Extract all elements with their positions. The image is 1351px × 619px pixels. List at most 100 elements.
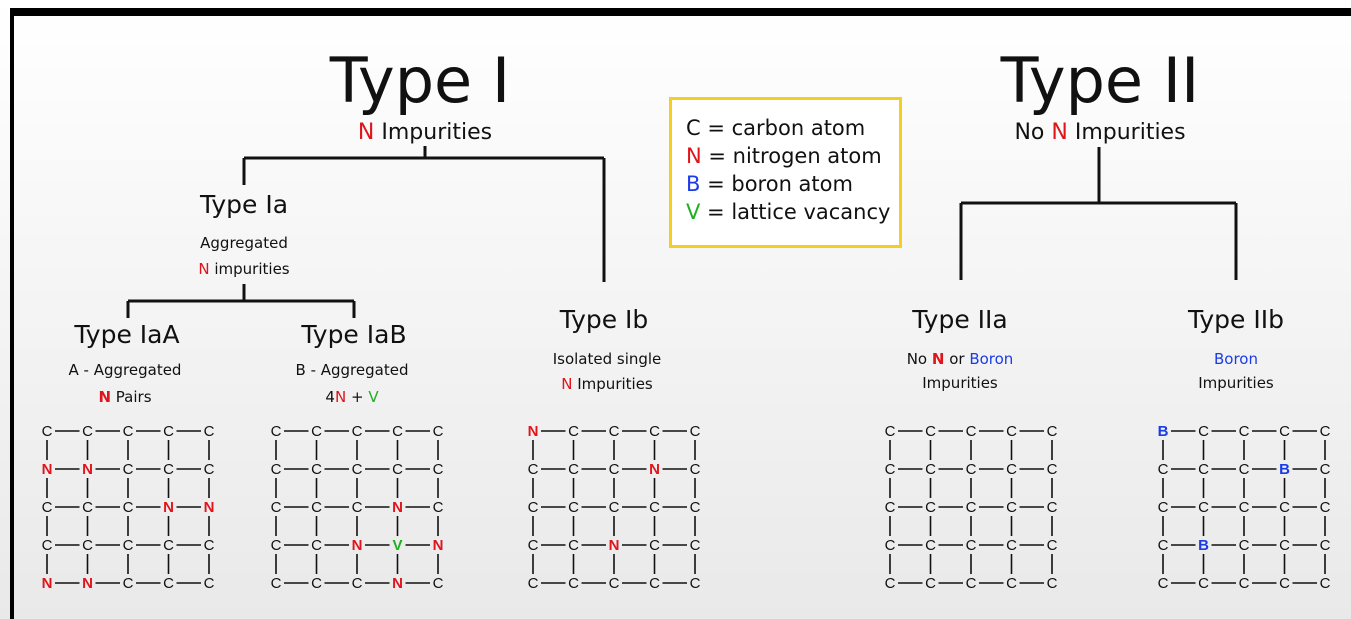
carbon-atom: C [1320,423,1331,440]
carbon-atom: C [1320,499,1331,516]
carbon-atom: C [1279,575,1290,592]
carbon-atom: C [311,461,322,478]
carbon-atom: C [609,575,620,592]
boron-atom: B [1198,537,1209,554]
carbon-atom: C [352,461,363,478]
carbon-atom: C [568,537,579,554]
carbon-atom: C [925,423,936,440]
type1b-line2: N Impurities [561,377,653,392]
carbon-atom: C [82,537,93,554]
legend-row-vacancy: V = lattice vacancy [686,198,899,226]
type2-title: Type II [1000,44,1200,117]
carbon-atom: C [204,537,215,554]
carbon-atom: C [1006,499,1017,516]
carbon-atom: C [392,461,403,478]
type1aa-line2: N Pairs [98,390,151,405]
nitrogen-atom: N [609,537,620,554]
vacancy-symbol: V [368,388,379,406]
carbon-atom: C [204,461,215,478]
vacancy-symbol: V [686,200,701,224]
nitrogen-atom: N [392,499,403,516]
carbon-atom: C [528,499,539,516]
type1aa-line2-text: Pairs [111,388,152,406]
nitrogen-symbol: N [98,388,112,406]
type1-subtitle: N Impurities [358,122,492,144]
nitrogen-atom: N [352,537,363,554]
carbon-atom: C [1006,461,1017,478]
carbon-atom: C [204,575,215,592]
carbon-atom: C [690,537,701,554]
carbon-atom: C [690,423,701,440]
type2a-line2: Impurities [922,374,998,392]
nitrogen-symbol: N [334,388,347,406]
carbon-atom: C [271,575,282,592]
carbon-atom: C [966,423,977,440]
legend-text-vacancy: = lattice vacancy [700,200,891,224]
carbon-atom: C [1239,537,1250,554]
lattice-layer: C C C C C N N C C C C C C N N C C C C C N N C C C C C C C C C C C C C C C C N C… [42,423,1331,592]
carbon-atom: C [1158,461,1169,478]
type1ab-line1: B - Aggregated [295,361,409,379]
carbon-atom: C [42,423,53,440]
type2a-line1: No N or Boron [907,352,1014,367]
type2a-line1-or: or [944,350,970,368]
type1ab-title: Type IaB [301,320,407,349]
carbon-atom: C [690,499,701,516]
carbon-atom: C [123,537,134,554]
nitrogen-symbol: N [686,144,702,168]
carbon-atom: C [649,423,660,440]
carbon-atom: C [885,537,896,554]
type2a-title: Type IIa [912,305,1008,334]
carbon-atom: C [925,499,936,516]
nitrogen-atom: N [433,537,444,554]
nitrogen-atom: N [82,575,93,592]
carbon-atom: C [433,423,444,440]
frame-left-border [10,8,14,619]
carbon-atom: C [1239,575,1250,592]
carbon-atom: C [163,575,174,592]
type1ab-line2-count: 4 [325,388,335,406]
boron-symbol: B [686,172,701,196]
carbon-atom: C [528,537,539,554]
type1aa-line1: A - Aggregated [68,361,182,379]
type1ab-line2: 4N + V [325,390,378,405]
type1-title: Type I [329,44,511,117]
type2a-line1-prefix: No [906,350,932,368]
carbon-atom: C [1047,461,1058,478]
carbon-atom: C [568,499,579,516]
carbon-atom: C [966,499,977,516]
carbon-atom: C [123,575,134,592]
legend-text-boron: = boron atom [700,172,853,196]
carbon-atom: C [352,423,363,440]
carbon-atom: C [966,575,977,592]
carbon-atom: C [271,499,282,516]
carbon-atom: C [925,575,936,592]
carbon-atom: C [1239,499,1250,516]
carbon-atom: C [1158,499,1169,516]
carbon-atom: C [1047,499,1058,516]
carbon-atom: C [690,461,701,478]
carbon-atom: C [204,423,215,440]
lattice-bonds [889,430,1053,584]
nitrogen-symbol: N [561,375,573,393]
carbon-atom: C [609,423,620,440]
nitrogen-atom: N [42,575,53,592]
nitrogen-symbol: N [357,120,375,145]
carbon-symbol: C [686,116,701,140]
carbon-atom: C [311,537,322,554]
carbon-atom: C [568,461,579,478]
nitrogen-atom: N [528,423,539,440]
type1aa-title: Type IaA [74,320,180,349]
carbon-atom: C [568,575,579,592]
type2b-title: Type IIb [1188,305,1284,334]
nitrogen-atom: N [649,461,660,478]
carbon-atom: C [1006,537,1017,554]
type1b-line2-text: Impurities [572,375,653,393]
carbon-atom: C [1047,423,1058,440]
vacancy-site: V [392,537,402,554]
type1a-title: Type Ia [199,190,289,219]
